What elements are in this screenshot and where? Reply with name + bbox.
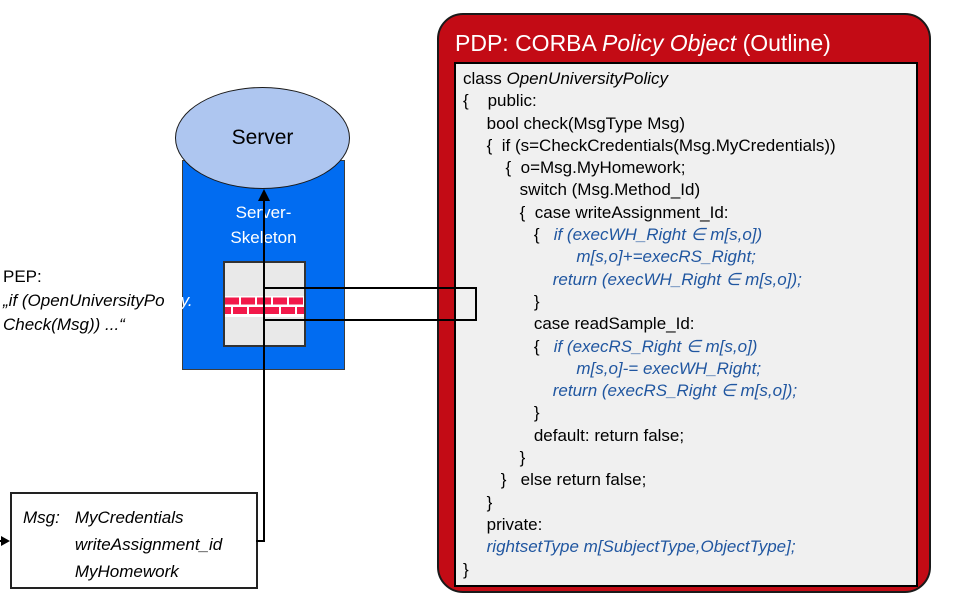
code-line: { o=Msg.MyHomework; [463,157,916,179]
code-segment: if (execWH_Right ∈ m[s,o]) [553,225,763,245]
arrow-up-icon [258,189,270,201]
code-segment: } [463,291,540,311]
code-line: case readSample_Id: [463,313,916,335]
msg-connector-line [256,540,264,542]
code-segment: } [463,559,469,579]
code-line: m[s,o]+=execRS_Right; [463,246,916,268]
code-line: } [463,559,916,581]
code-segment: m[s,o]+=execRS_Right; [576,247,756,267]
code-segment: default: return false; [463,425,685,445]
msg-items: MyCredentials writeAssignment_id MyHomew… [75,504,222,585]
code-line: } [463,447,916,469]
pdp-code: class OpenUniversityPolicy{ public: bool… [463,68,916,581]
code-line: { if (execRS_Right ∈ m[s,o]) [463,336,916,358]
code-line: } [463,492,916,514]
code-segment: } else return false; [463,470,647,490]
code-segment: case readSample_Id: [463,314,695,334]
code-line: { case writeAssignment_Id: [463,202,916,224]
code-segment: switch (Msg.Method_Id) [463,180,701,200]
pep-label: PEP: [3,267,42,286]
code-segment: } [463,403,540,423]
code-segment: } [463,448,526,468]
code-line: return (execWH_Right ∈ m[s,o]); [463,269,916,291]
code-line: private: [463,514,916,536]
code-segment: bool check(MsgType Msg) [463,113,686,133]
code-line: return (execRS_Right ∈ m[s,o]); [463,380,916,402]
server-label: Server [231,126,294,149]
pep-quote-line1: „if (OpenUniversityPolicy. [3,289,193,313]
message-flow-line [263,199,265,542]
pdp-title-italic: Policy Object [601,30,737,56]
code-line: bool check(MsgType Msg) [463,113,916,135]
code-segment [463,537,487,556]
code-segment [463,247,576,266]
code-segment: rightsetType m[SubjectType,ObjectType]; [486,537,796,557]
code-line: rightsetType m[SubjectType,ObjectType]; [463,536,916,558]
pep-quote-white: licy. [164,291,193,310]
msg-item: writeAssignment_id [74,535,223,554]
code-line: switch (Msg.Method_Id) [463,179,916,201]
pdp-title: PDP: CORBA Policy Object (Outline) [455,30,831,57]
code-segment: } [463,492,493,512]
code-segment: return (execRS_Right ∈ m[s,o]); [552,381,798,401]
code-line: } else return false; [463,469,916,491]
code-line: } [463,291,916,313]
code-segment [463,359,576,378]
code-line: } [463,402,916,424]
msg-box: Msg: MyCredentials writeAssignment_id My… [10,492,258,589]
code-line: default: return false; [463,425,916,447]
code-line: { if (s=CheckCredentials(Msg.MyCredentia… [463,135,916,157]
msg-item: MyHomework [74,562,179,581]
pep-quote-black: „if (OpenUniversityPo [3,291,165,310]
code-segment: if (execRS_Right ∈ m[s,o]) [553,336,758,356]
pdp-title-prefix: PDP: CORBA [455,30,602,56]
code-segment: m[s,o]-= execWH_Right; [576,358,762,378]
code-line: class OpenUniversityPolicy [463,68,916,90]
code-line: { if (execWH_Right ∈ m[s,o]) [463,224,916,246]
msg-label: Msg: [23,508,60,527]
code-segment: return (execWH_Right ∈ m[s,o]); [552,269,802,289]
arrow-right-icon [1,535,10,546]
msg-item: MyCredentials [74,508,184,527]
code-segment: class [463,69,507,88]
code-segment: { public: [463,91,537,111]
pdp-title-suffix: (Outline) [736,30,831,56]
code-segment: { case writeAssignment_Id: [463,202,729,222]
code-segment: { [463,336,554,356]
server-ellipse: Server [175,87,350,189]
code-segment: private: [463,514,543,534]
code-segment [463,270,553,289]
pep-quote-line2: Check(Msg)) ...“ [3,315,125,334]
code-segment: OpenUniversityPolicy [506,69,669,88]
code-segment: { o=Msg.MyHomework; [463,158,686,178]
pep-annotation: PEP: „if (OpenUniversityPolicy. Check(Ms… [3,265,193,337]
pdp-code-box: class OpenUniversityPolicy{ public: bool… [454,62,918,587]
code-segment: { [463,225,554,245]
code-line: { public: [463,90,916,112]
code-segment [463,381,553,400]
code-segment: { if (s=CheckCredentials(Msg.MyCredentia… [463,135,836,155]
pdp-call-rect [263,287,477,321]
code-line: m[s,o]-= execWH_Right; [463,358,916,380]
